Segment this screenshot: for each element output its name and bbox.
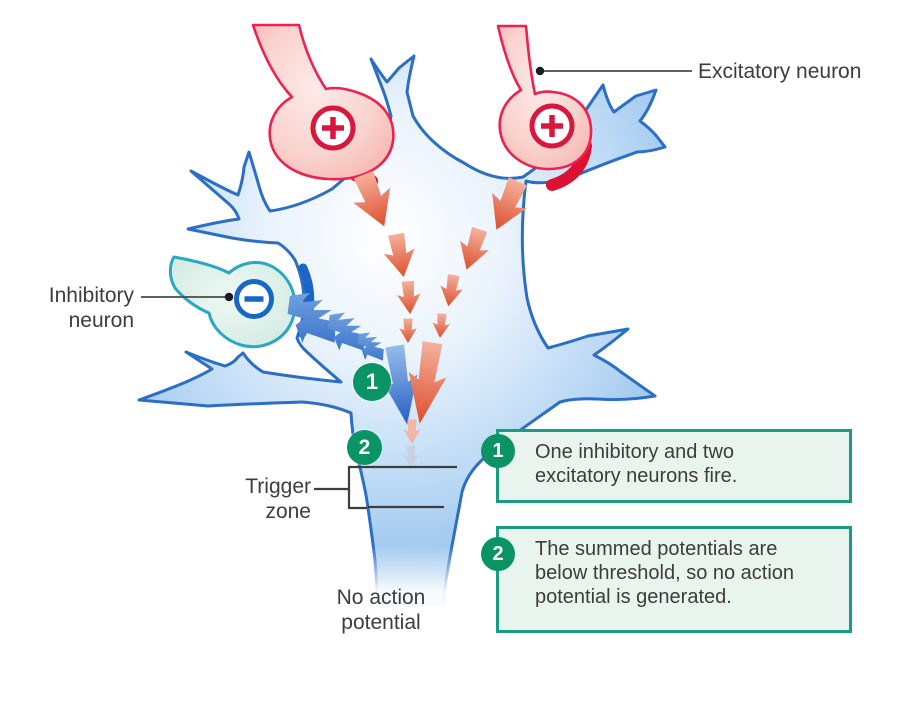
minus-icon [234, 279, 274, 319]
plus-icon [529, 103, 575, 149]
callout-text-2: The summed potentials are below threshol… [535, 538, 795, 608]
trigger-zone-bracket [347, 465, 367, 510]
step-marker-2: 2 [347, 430, 382, 465]
callout-badge-2: 2 [481, 537, 515, 571]
inhibitory-terminal [168, 255, 297, 349]
trigger-zone-lines [356, 465, 457, 509]
excitatory-neuron-label: Excitatory neuron [698, 60, 862, 83]
plus-icon [310, 105, 356, 151]
callout-step-2: 2 The summed potentials are below thresh… [481, 526, 852, 633]
inhibitory-leader [141, 292, 234, 302]
callout-badge-1: 1 [481, 434, 515, 468]
excitatory-terminal-right [496, 24, 593, 171]
leader-dot [224, 292, 234, 302]
inhibitory-neuron-label: Inhibitory neuron [48, 284, 134, 332]
callout-step-1: 1 One inhibitory and two excitatory neur… [481, 429, 852, 503]
axon-fade [362, 545, 456, 620]
step-marker-1: 1 [353, 363, 391, 401]
callout-text-1: One inhibitory and two excitatory neuron… [535, 441, 738, 487]
no-action-potential-label: No action potential [336, 586, 426, 634]
leader-dot [535, 66, 545, 76]
excitatory-leader [535, 66, 692, 76]
trigger-zone-label: Trigger zone [245, 475, 311, 523]
excitatory-terminal-left [251, 23, 395, 181]
